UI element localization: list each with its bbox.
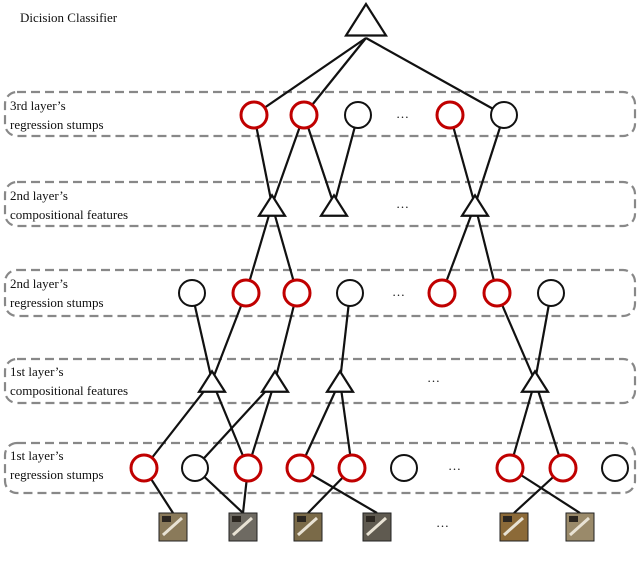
image-patch-texture — [569, 516, 578, 522]
edge — [448, 114, 477, 206]
edge — [338, 380, 354, 469]
ellipsis-cf1: … — [427, 370, 440, 385]
image-patch-texture — [161, 516, 184, 537]
edge — [473, 204, 499, 294]
image-patch-texture — [296, 516, 319, 537]
edge — [194, 380, 276, 469]
ellipsis-rs1: … — [448, 458, 461, 473]
layer-label-line1: 2nd layer’s — [10, 276, 68, 291]
classifier-title: Dicision Classifier — [20, 10, 118, 25]
edge — [270, 114, 306, 206]
selected-stump-node — [289, 100, 319, 130]
compositional-feature-node — [196, 369, 228, 393]
selected-stump-node — [548, 453, 578, 483]
edge — [244, 204, 274, 294]
layer-label-rs2: 2nd layer’s regression stumps — [10, 274, 104, 312]
image-patch-texture — [297, 516, 306, 522]
layer-label-line1: 1st layer’s — [10, 448, 64, 463]
stump-node — [490, 101, 518, 129]
edge — [495, 292, 537, 382]
edge — [299, 380, 341, 469]
edge — [210, 292, 248, 382]
compositional-feature-node — [459, 193, 491, 217]
edge — [508, 380, 537, 469]
layer-label-line1: 3rd layer’s — [10, 98, 66, 113]
ellipsis-rs3: … — [396, 106, 409, 121]
layer-label-line1: 2nd layer’s — [10, 188, 68, 203]
selected-stump-node — [285, 453, 315, 483]
selected-stump-node — [337, 453, 367, 483]
ellipsis-rs2: … — [392, 284, 405, 299]
layer-label-line2: compositional features — [10, 383, 129, 398]
compositional-feature-node — [256, 193, 288, 217]
stump-node — [336, 279, 364, 307]
selected-stump-node — [233, 453, 263, 483]
layer-label-line1: 1st layer’s — [10, 364, 64, 379]
edge — [246, 380, 277, 469]
stump-node — [344, 101, 372, 129]
edge — [473, 114, 506, 206]
edge — [302, 114, 336, 206]
compositional-feature-node — [259, 369, 291, 393]
edge — [365, 37, 505, 116]
stump-node — [390, 454, 418, 482]
classifier-node — [343, 1, 389, 37]
selected-stump-node — [435, 100, 465, 130]
compositional-feature-node — [324, 369, 356, 393]
ellipsis-images: … — [436, 515, 449, 530]
edge — [143, 380, 213, 469]
image-patch-texture — [503, 516, 512, 522]
image-patch-texture — [162, 516, 171, 522]
edge — [303, 37, 367, 116]
layer-label-line2: compositional features — [10, 207, 129, 222]
edge — [190, 292, 214, 382]
layer-box-cf2 — [3, 180, 637, 228]
edge — [253, 37, 367, 116]
edge — [299, 467, 378, 514]
layer-box-rs3 — [3, 90, 637, 138]
selected-stump-node — [427, 278, 457, 308]
selected-stump-node — [495, 453, 525, 483]
layer-label-rs1: 1st layer’s regression stumps — [10, 446, 104, 484]
edge — [270, 204, 299, 294]
ellipsis-cf2: … — [396, 196, 409, 211]
edge — [273, 292, 299, 382]
edge — [332, 114, 360, 206]
edge — [440, 204, 477, 294]
selected-stump-node — [282, 278, 312, 308]
stump-node — [178, 279, 206, 307]
layer-label-line2: regression stumps — [10, 467, 104, 482]
image-patch-texture — [231, 516, 254, 537]
image-patch-texture — [502, 516, 525, 537]
layer-label-cf1: 1st layer’s compositional features — [10, 362, 128, 400]
edge — [533, 292, 553, 382]
layer-label-cf2: 2nd layer’s compositional features — [10, 186, 128, 224]
layer-box-rs1 — [3, 441, 637, 495]
selected-stump-node — [239, 100, 269, 130]
selected-stump-node — [129, 453, 159, 483]
stump-node — [601, 454, 629, 482]
image-patch-texture — [366, 516, 375, 522]
layer-box-cf1 — [3, 357, 637, 405]
edge — [210, 380, 250, 469]
stump-node — [181, 454, 209, 482]
layer-label-line2: regression stumps — [10, 295, 104, 310]
image-patch-texture — [365, 516, 388, 537]
edge — [533, 380, 565, 469]
image-patch-texture — [568, 516, 591, 537]
layer-box-rs2 — [3, 268, 637, 318]
image-patch-texture — [232, 516, 241, 522]
selected-stump-node — [482, 278, 512, 308]
edge — [338, 292, 352, 382]
selected-stump-node — [231, 278, 261, 308]
compositional-feature-node — [318, 193, 350, 217]
stump-node — [537, 279, 565, 307]
layer-label-rs3: 3rd layer’s regression stumps — [10, 96, 104, 134]
compositional-feature-node — [519, 369, 551, 393]
layer-label-line2: regression stumps — [10, 117, 104, 132]
edge — [252, 114, 274, 206]
